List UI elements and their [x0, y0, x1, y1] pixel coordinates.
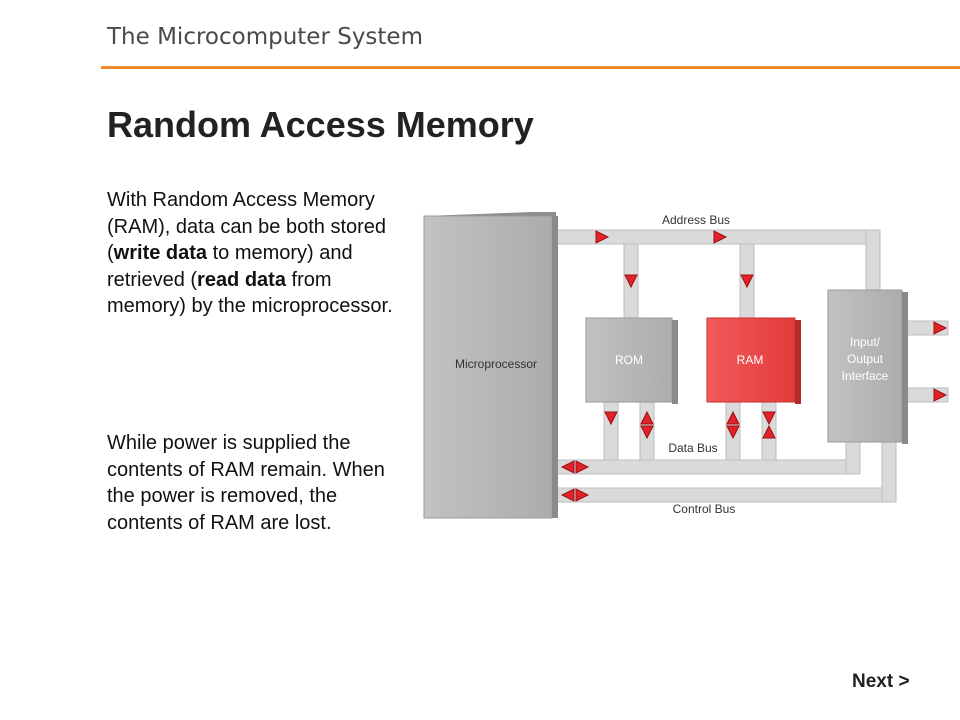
- data-bus-label: Data Bus: [668, 441, 717, 455]
- rom-side-shade: [672, 320, 678, 404]
- paragraph-text-3: from memory) by the microprocessor.: [107, 268, 393, 318]
- rom-data-arrow-down-icon: [604, 411, 618, 426]
- next-button[interactable]: Next >: [852, 671, 910, 692]
- address-arrow-right-2-icon: [713, 230, 728, 244]
- data-bus-rom-rise-1: [603, 401, 619, 461]
- rom-data-arrow-up-icon: [640, 410, 654, 425]
- io-side-shade: [902, 292, 908, 444]
- control-bus-main: [555, 487, 897, 503]
- data-arrow-left-icon: [560, 460, 575, 474]
- ram-side-shade: [795, 320, 801, 404]
- ram-label: RAM: [737, 353, 764, 367]
- data-bus-main: [555, 459, 861, 475]
- control-arrow-right-icon: [575, 488, 590, 502]
- rom-label: ROM: [615, 353, 643, 367]
- address-bus-label: Address Bus: [662, 213, 730, 227]
- read-data-emphasis: read data: [197, 268, 286, 291]
- ram-volatility-paragraph: While power is supplied the contents of …: [107, 432, 385, 534]
- io-face: [827, 289, 903, 443]
- paragraph-text-2: to memory) and retrieved (: [107, 242, 353, 291]
- rom-face: [585, 317, 673, 403]
- ram-data-arrow-down-2-icon: [762, 411, 776, 426]
- io-label-line1: Input/: [850, 335, 881, 349]
- io-input-arrow-icon: [933, 388, 948, 402]
- section-title: The Microcomputer System: [107, 24, 423, 50]
- io-ports: [901, 320, 949, 403]
- ram-address-arrow-down-icon: [740, 274, 754, 289]
- address-bus-io-drop: [865, 229, 881, 293]
- control-bus-io-rise: [881, 439, 897, 503]
- microprocessor-side-shade: [552, 216, 558, 518]
- io-output-arrow-icon: [933, 321, 948, 335]
- ram-data-arrow-down-icon: [726, 425, 740, 440]
- header-divider: [101, 66, 960, 69]
- ram-data-arrow-up-icon: [726, 410, 740, 425]
- rom-data-arrow-up-down-icon: [640, 425, 654, 440]
- microprocessor-block: Microprocessor: [423, 212, 558, 519]
- address-arrow-right-1-icon: [595, 230, 610, 244]
- ram-description-paragraph: With Random Access Memory (RAM), data ca…: [107, 187, 407, 320]
- bus-arrows: [560, 230, 948, 502]
- write-data-emphasis: write data: [113, 242, 208, 264]
- microprocessor-label: Microprocessor: [455, 357, 537, 371]
- ram-block: RAM: [706, 317, 801, 404]
- control-bus-label: Control Bus: [673, 502, 736, 516]
- microprocessor-face: [423, 215, 553, 519]
- io-label-line2: Output: [847, 352, 884, 366]
- io-label-line3: Interface: [842, 369, 889, 383]
- rom-block: ROM: [585, 317, 678, 404]
- ram-data-arrow-up-2-icon: [762, 424, 776, 439]
- data-arrow-right-icon: [575, 460, 590, 474]
- slide-title: Random Access Memory: [107, 104, 534, 145]
- control-arrow-left-icon: [560, 488, 575, 502]
- io-interface-block: Input/ Output Interface: [827, 289, 908, 444]
- data-bus-io-rise: [845, 439, 861, 475]
- rom-address-arrow-down-icon: [624, 274, 638, 289]
- ram-face: [706, 317, 796, 403]
- paragraph-text-1: With Random Access Memory (RAM), data ca…: [107, 189, 387, 264]
- data-bus: [555, 401, 861, 475]
